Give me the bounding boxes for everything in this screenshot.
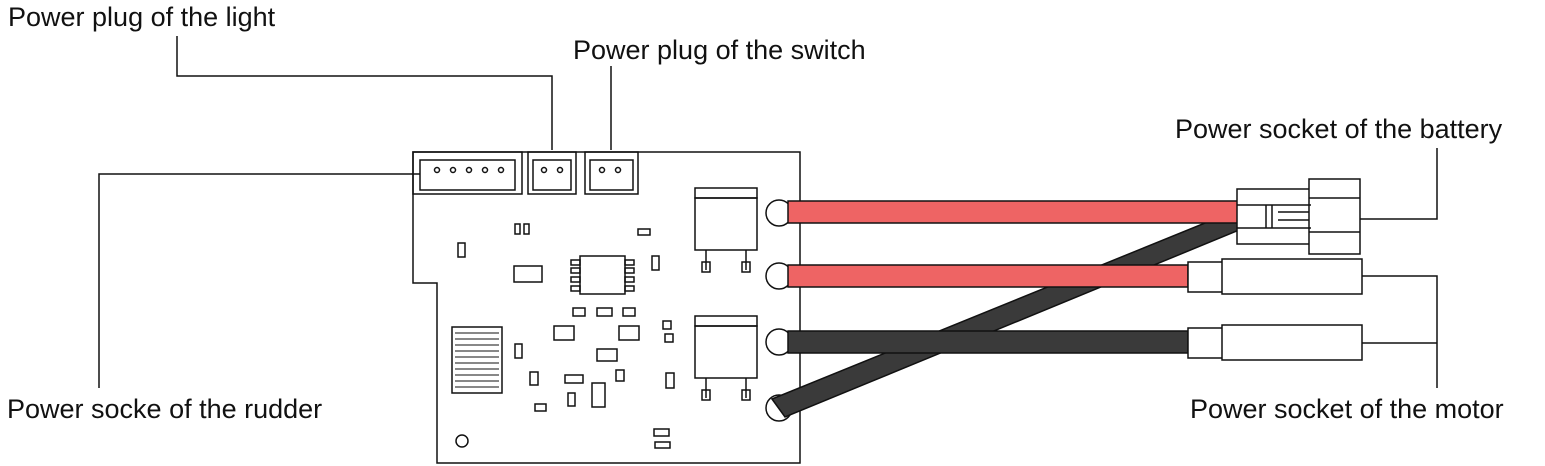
label-light-plug: Power plug of the light — [8, 2, 276, 32]
leader-battery — [1360, 148, 1438, 220]
label-motor-socket: Power socket of the motor — [1190, 394, 1504, 424]
label-rudder-socket: Power socke of the rudder — [7, 394, 323, 424]
leader-rudder — [98, 173, 420, 388]
motor-connectors — [1187, 258, 1363, 361]
wire-red-battery — [787, 200, 1239, 224]
leader-light — [176, 36, 553, 150]
mosfet-top — [694, 187, 758, 273]
label-switch-plug: Power plug of the switch — [573, 35, 866, 65]
ic-chip — [570, 255, 635, 295]
smd-components — [455, 223, 675, 449]
mosfet-bottom — [694, 315, 758, 401]
battery-connector — [1236, 178, 1361, 255]
wire-black-motor — [787, 330, 1189, 354]
leader-motor — [1362, 275, 1438, 388]
rudder-connector — [412, 151, 523, 195]
label-battery-socket: Power socket of the battery — [1175, 114, 1503, 144]
wire-red-motor — [787, 264, 1189, 288]
wire-black-battery — [770, 209, 1245, 418]
switch-connector — [584, 151, 639, 195]
light-connector — [527, 151, 577, 195]
inductor-coil — [451, 326, 503, 394]
